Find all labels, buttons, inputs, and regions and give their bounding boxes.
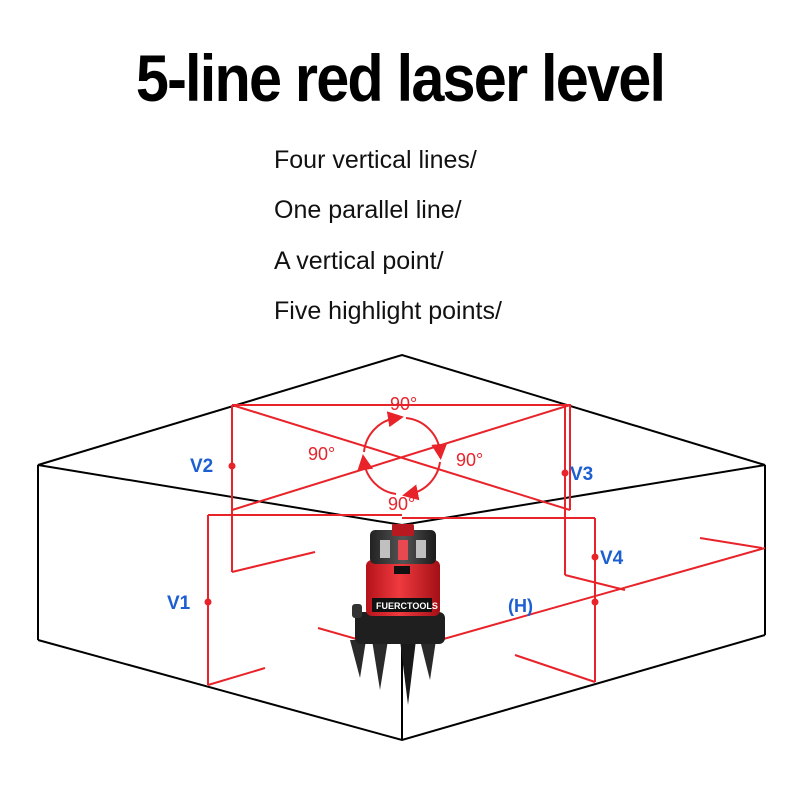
- v2-floor-line: [231, 551, 316, 573]
- feature-one-parallel-line: One parallel line/: [274, 196, 462, 224]
- device-knob: [352, 604, 362, 618]
- floor-segment-left: [317, 627, 361, 641]
- v1-floor-line: [207, 667, 266, 686]
- angle-label-bottom: 90°: [388, 494, 415, 514]
- feature-four-vertical-lines: Four vertical lines/: [274, 146, 477, 174]
- arc-bottom-right: [402, 461, 441, 501]
- device-button: [394, 566, 410, 574]
- laser-lines: [207, 404, 766, 686]
- device-side-window-right: [416, 540, 426, 558]
- device-leg-right: [420, 640, 436, 680]
- feature-vertical-point: A vertical point/: [274, 247, 444, 275]
- ceiling-laser-line-b: [231, 404, 571, 511]
- h-laser-tail: [699, 537, 763, 549]
- angle-label-top: 90°: [390, 394, 417, 414]
- v1-point: [204, 598, 212, 606]
- arc-bottom-left: [357, 454, 397, 495]
- h-point: [591, 598, 599, 606]
- v4-floor-line: [514, 654, 596, 683]
- device-side-window-left: [380, 540, 390, 558]
- h-label: (H): [508, 596, 533, 616]
- device-label-plate: [372, 598, 432, 612]
- feature-five-highlight-points: Five highlight points/: [274, 297, 502, 325]
- v3-label: V3: [570, 464, 593, 485]
- v3-point: [561, 469, 569, 477]
- v4-point: [591, 553, 599, 561]
- device-leg-left: [350, 640, 366, 678]
- back-laser-frame: [232, 404, 571, 510]
- page-title: 5-line red laser level: [135, 41, 666, 115]
- v1-label: V1: [167, 593, 191, 614]
- highlight-points: [204, 462, 599, 606]
- device-base: [355, 612, 445, 644]
- angle-label-left: 90°: [308, 444, 335, 464]
- v2-label: V2: [190, 456, 213, 477]
- device-top-window: [392, 524, 414, 536]
- arc-top-left: [363, 411, 404, 453]
- h-laser-line: [439, 547, 766, 641]
- device-front-window: [398, 540, 408, 560]
- angle-label-right: 90°: [456, 450, 483, 470]
- v2-point: [228, 462, 236, 470]
- v4-label: V4: [600, 548, 624, 569]
- device-leg-back: [400, 640, 416, 705]
- device-brand: FUERCTOOLS: [376, 601, 438, 611]
- rotation-indicator: [357, 411, 448, 501]
- laser-level-device: FUERCTOOLS: [350, 524, 445, 705]
- arc-top-right: [405, 417, 448, 460]
- device-leg-front: [372, 640, 388, 690]
